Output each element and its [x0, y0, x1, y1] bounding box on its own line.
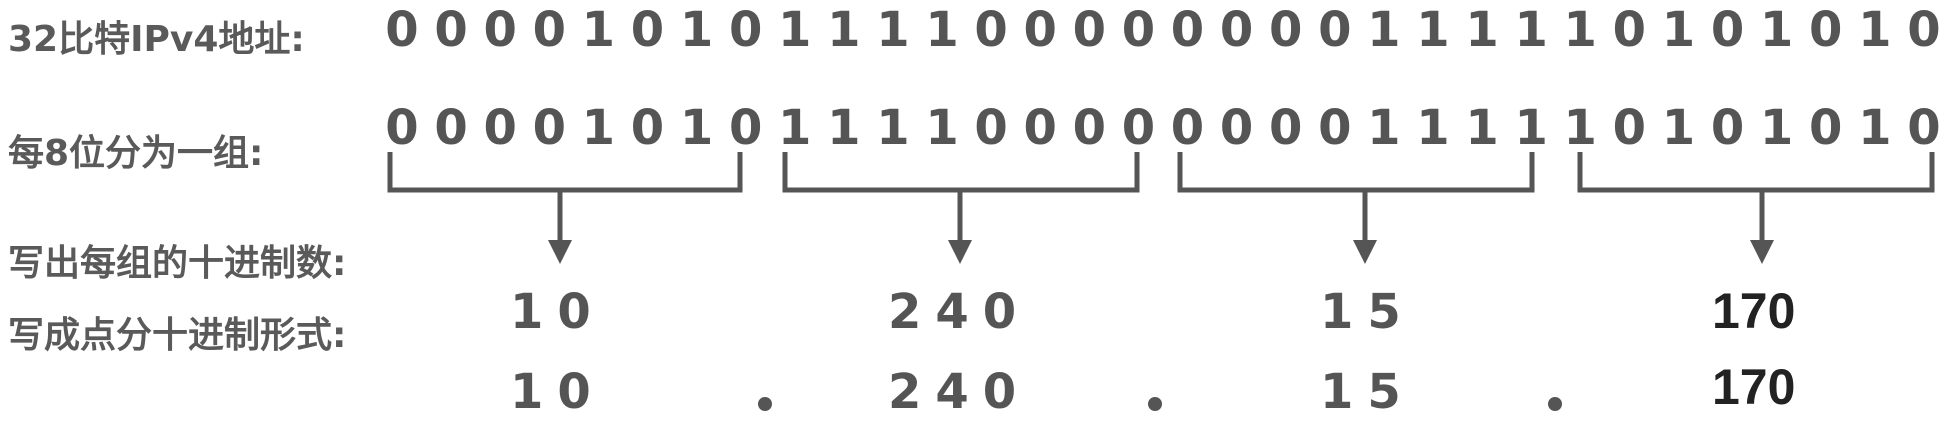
octet4-bit: 0 [1907, 100, 1941, 156]
octet3-bit: 1 [1465, 100, 1499, 156]
octet4-decimal: 170 [1712, 283, 1796, 339]
bit: 0 [1710, 2, 1745, 58]
label-32bit-address: 32比特IPv4地址: [8, 19, 305, 60]
bit: 1 [1759, 2, 1794, 58]
bit: 1 [778, 2, 812, 58]
bit: 0 [532, 2, 566, 58]
bit: 1 [1367, 2, 1401, 58]
octet3-bit: 0 [1268, 100, 1303, 156]
bit: 0 [1072, 2, 1107, 58]
octet4-bit: 0 [1809, 100, 1843, 156]
bit: 1 [1661, 2, 1696, 58]
octet1-bit: 0 [532, 100, 566, 156]
octet1-bit: 1 [581, 100, 616, 156]
arrowhead-octet3 [1353, 240, 1377, 264]
bit: 0 [1023, 2, 1057, 58]
octet2-bit: 0 [1072, 100, 1107, 156]
octet1-decimal: 10 [510, 284, 605, 340]
octet4-bit: 1 [1563, 100, 1597, 156]
bit: 0 [974, 2, 1008, 58]
octet2-bit: 0 [1121, 100, 1156, 156]
octet1-bit: 0 [385, 100, 419, 156]
arrowhead-octet1 [548, 240, 572, 264]
label-group-by-8: 每8位分为一组: [8, 133, 264, 174]
bit: 0 [1170, 2, 1205, 58]
bit: 0 [1612, 2, 1647, 58]
bracket-octet1 [387, 152, 743, 193]
octet1-bit: 1 [679, 100, 714, 156]
bit: 0 [1809, 2, 1843, 58]
dot-separator [758, 397, 772, 411]
bit: 1 [581, 2, 616, 58]
bit: 0 [1907, 2, 1941, 58]
bit: 0 [1318, 2, 1352, 58]
bit: 0 [434, 2, 468, 58]
dotted-octet3: 15 [1320, 364, 1415, 420]
octet2-decimal: 240 [888, 284, 1031, 340]
bit: 0 [1219, 2, 1254, 58]
octet3-bit: 0 [1170, 100, 1205, 156]
bit: 0 [483, 2, 517, 58]
octet1-bit: 0 [630, 100, 665, 156]
octet2-bit: 1 [876, 100, 910, 156]
bit-string-32: 0 0 0 0 1 0 1 0 1 1 1 1 0 0 0 0 0 0 0 0 … [378, 6, 1948, 54]
octet2-bit: 1 [778, 100, 812, 156]
label-write-decimal: 写出每组的十进制数: [8, 243, 347, 284]
octet4-bit: 0 [1710, 100, 1745, 156]
dotted-octet4: 170 [1712, 359, 1796, 415]
bit: 0 [1268, 2, 1303, 58]
bit: 1 [1465, 2, 1499, 58]
bit: 1 [827, 2, 861, 58]
octet4-bit: 1 [1858, 100, 1892, 156]
dot-separator [1548, 397, 1562, 411]
bit: 0 [630, 2, 665, 58]
octet2-bit: 0 [974, 100, 1008, 156]
bit: 0 [728, 2, 763, 58]
label-dotted-decimal: 写成点分十进制形式: [8, 315, 347, 356]
dot-separator [1148, 397, 1162, 411]
octet3-bit: 1 [1367, 100, 1401, 156]
octet3-bit: 0 [1219, 100, 1254, 156]
arrowhead-octet2 [948, 240, 972, 264]
octet3-decimal: 15 [1320, 284, 1415, 340]
octet1-bit: 0 [434, 100, 468, 156]
octet2-bit: 0 [1023, 100, 1057, 156]
dotted-octet1: 10 [510, 364, 605, 420]
octet3-bit: 1 [1416, 100, 1450, 156]
octet3-bit: 1 [1514, 100, 1548, 156]
octet4-bit: 1 [1759, 100, 1794, 156]
octet4-bit: 0 [1612, 100, 1647, 156]
bit: 1 [876, 2, 910, 58]
octet4-bit: 1 [1661, 100, 1696, 156]
dotted-octet2: 240 [888, 364, 1031, 420]
octet3-bit: 0 [1318, 100, 1352, 156]
bracket-octet4 [1577, 152, 1935, 193]
bit: 0 [385, 2, 419, 58]
bracket-octet3 [1177, 152, 1535, 193]
bracket-octet2 [782, 152, 1140, 193]
bit: 1 [925, 2, 959, 58]
bit: 1 [1416, 2, 1450, 58]
bit: 1 [1514, 2, 1548, 58]
bit: 1 [1563, 2, 1597, 58]
octet1-bit: 0 [483, 100, 517, 156]
arrowhead-octet4 [1750, 240, 1774, 264]
bit: 1 [1858, 2, 1892, 58]
bit: 1 [679, 2, 714, 58]
octet1-bit: 0 [728, 100, 763, 156]
bit: 0 [1121, 2, 1156, 58]
bit-groups: 0 0 0 0 1 0 1 0 1 1 1 1 0 0 0 0 0 0 0 0 … [378, 104, 1948, 152]
octet2-bit: 1 [925, 100, 959, 156]
octet2-bit: 1 [827, 100, 861, 156]
